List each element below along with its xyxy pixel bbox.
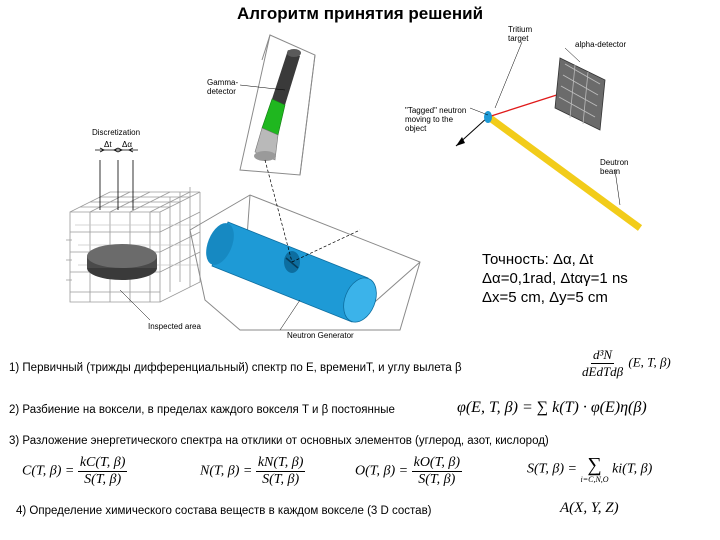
gamma-detector xyxy=(254,49,301,161)
formula-carbon-den: S(T, β) xyxy=(84,472,122,487)
step-2-text: 2) Разбиение на воксели, в пределах кажд… xyxy=(9,404,395,416)
formula-1: d³N dEdTdβ (E, T, β) xyxy=(580,347,671,380)
step-3-text: 3) Разложение энергетического спектра на… xyxy=(9,435,549,447)
formula-composition: A(X, Y, Z) xyxy=(560,500,619,516)
discretization-markers xyxy=(95,147,138,210)
formula-2-lhs: φ(E, T, β) = xyxy=(457,399,533,416)
gamma-detector-label: Gamma- detector xyxy=(207,78,239,96)
formula-carbon-lhs: C(T, β) = xyxy=(22,463,75,479)
page-title: Алгоритм принятия решений xyxy=(236,4,484,23)
formula-oxygen-lhs: O(T, β) = xyxy=(355,463,409,479)
formula-carbon-num: kC(T, β) xyxy=(77,455,128,472)
delta-t-label: Δt xyxy=(104,140,112,149)
formula-carbon: C(T, β) = kC(T, β) S(T, β) xyxy=(22,455,128,488)
formula-sum-subscript: i=C,N,O xyxy=(580,475,609,484)
formula-oxygen: O(T, β) = kO(T, β) S(T, β) xyxy=(355,455,462,488)
detector-lines xyxy=(264,159,361,263)
discretization-label: Discretization xyxy=(92,128,141,137)
formula-oxygen-den: S(T, β) xyxy=(418,472,456,487)
formula-oxygen-num: kO(T, β) xyxy=(411,455,462,472)
formula-nitrogen-den: S(T, β) xyxy=(262,472,300,487)
tagged-neutron-label: "Tagged" neutron moving to the object xyxy=(405,106,467,133)
formula-sum-rhs: ki(T, β) xyxy=(612,461,653,477)
deutron-beam-label: Deutron beam xyxy=(600,158,629,176)
accuracy-line-2: Δα=0,1rad, Δtαγ=1 ns xyxy=(482,270,628,287)
neutron-generator xyxy=(206,221,377,323)
formula-nitrogen: N(T, β) = kN(T, β) S(T, β) xyxy=(200,455,306,488)
beam-assembly xyxy=(455,91,643,231)
formula-2-rhs: ∑ k(T) · φ(E)η(β) xyxy=(536,399,647,416)
formula-nitrogen-num: kN(T, β) xyxy=(255,455,306,472)
alpha-detector-label: alpha-detector xyxy=(575,40,627,49)
inspected-area-label: Inspected area xyxy=(148,322,201,331)
neutron-generator-diagram xyxy=(66,34,643,331)
formula-1-numerator: d³N xyxy=(591,347,615,364)
delta-alpha-label: Δα xyxy=(122,140,132,149)
accuracy-block: Точность: Δα, Δt Δα=0,1rad, Δtαγ=1 ns Δx… xyxy=(482,250,628,307)
formula-sum-sigma: ∑ xyxy=(587,454,602,476)
formula-1-args: (E, T, β) xyxy=(628,354,671,370)
sample-object xyxy=(87,244,157,280)
accuracy-line-3: Δx=5 cm, Δy=5 cm xyxy=(482,289,608,306)
gamma-detector-frame xyxy=(239,34,316,176)
neutron-generator-label: Neutron Generator xyxy=(287,331,354,340)
formula-2: φ(E, T, β) = ∑ k(T) · φ(E)η(β) xyxy=(457,399,647,417)
formula-nitrogen-lhs: N(T, β) = xyxy=(200,463,253,479)
formula-sum: S(T, β) = ∑ i=C,N,O ki(T, β) xyxy=(527,455,652,484)
step-4-text: 4) Определение химического состава вещес… xyxy=(16,505,432,517)
alpha-detector xyxy=(554,57,606,131)
formula-sum-lhs: S(T, β) = xyxy=(527,461,577,477)
step-1-text: 1) Первичный (трижды дифференциальный) с… xyxy=(9,362,462,374)
formula-1-denominator: dEdTdβ xyxy=(582,364,624,379)
label-pointers xyxy=(119,41,621,331)
tritium-target-label: Tritium target xyxy=(508,25,533,43)
accuracy-line-1: Точность: Δα, Δt xyxy=(482,251,594,268)
